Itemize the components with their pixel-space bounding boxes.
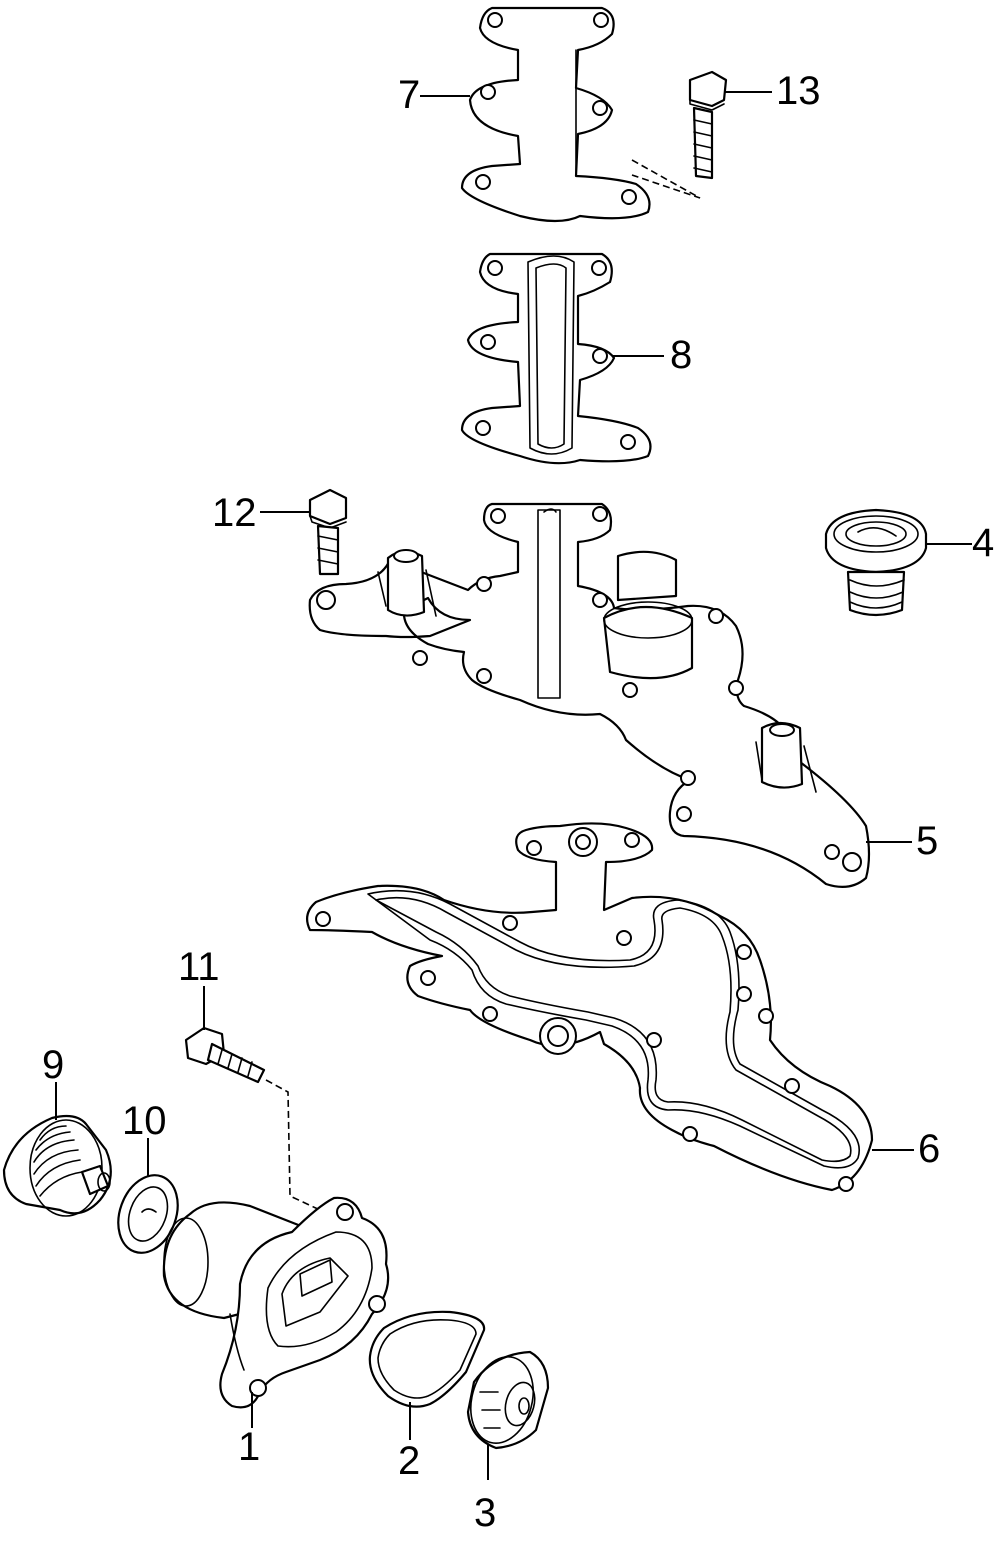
assembly-line-11 xyxy=(265,1079,321,1211)
callout-3: 3 xyxy=(474,1491,496,1535)
part-10-seal[interactable] xyxy=(108,1167,188,1261)
part-9-pulley[interactable] xyxy=(2,1114,112,1217)
callout-13: 13 xyxy=(776,69,821,113)
part-7-cover-plate[interactable] xyxy=(460,6,651,223)
part-6-gasket[interactable] xyxy=(305,822,874,1192)
part-3-cap[interactable] xyxy=(462,1350,550,1451)
callout-10: 10 xyxy=(122,1099,167,1143)
assembly-line-13 xyxy=(631,159,701,199)
part-2-o-ring[interactable] xyxy=(368,1310,486,1408)
callout-1: 1 xyxy=(238,1425,260,1469)
callout-9: 9 xyxy=(42,1043,64,1087)
part-4-thermostat[interactable] xyxy=(824,508,928,617)
callout-5: 5 xyxy=(916,819,938,863)
callout-8: 8 xyxy=(670,333,692,377)
part-8-gasket[interactable] xyxy=(460,252,652,465)
callout-6: 6 xyxy=(918,1127,940,1171)
callout-7: 7 xyxy=(398,73,420,117)
callout-4: 4 xyxy=(972,521,994,565)
part-5-housing[interactable] xyxy=(308,502,871,889)
part-1-pump-body[interactable] xyxy=(162,1196,390,1409)
callout-11: 11 xyxy=(178,945,220,989)
callout-2: 2 xyxy=(398,1439,420,1483)
part-13-bolt[interactable] xyxy=(688,70,728,180)
part-11-bolt[interactable] xyxy=(184,1026,266,1084)
callout-12: 12 xyxy=(212,491,257,535)
part-12-bolt[interactable] xyxy=(308,488,348,576)
